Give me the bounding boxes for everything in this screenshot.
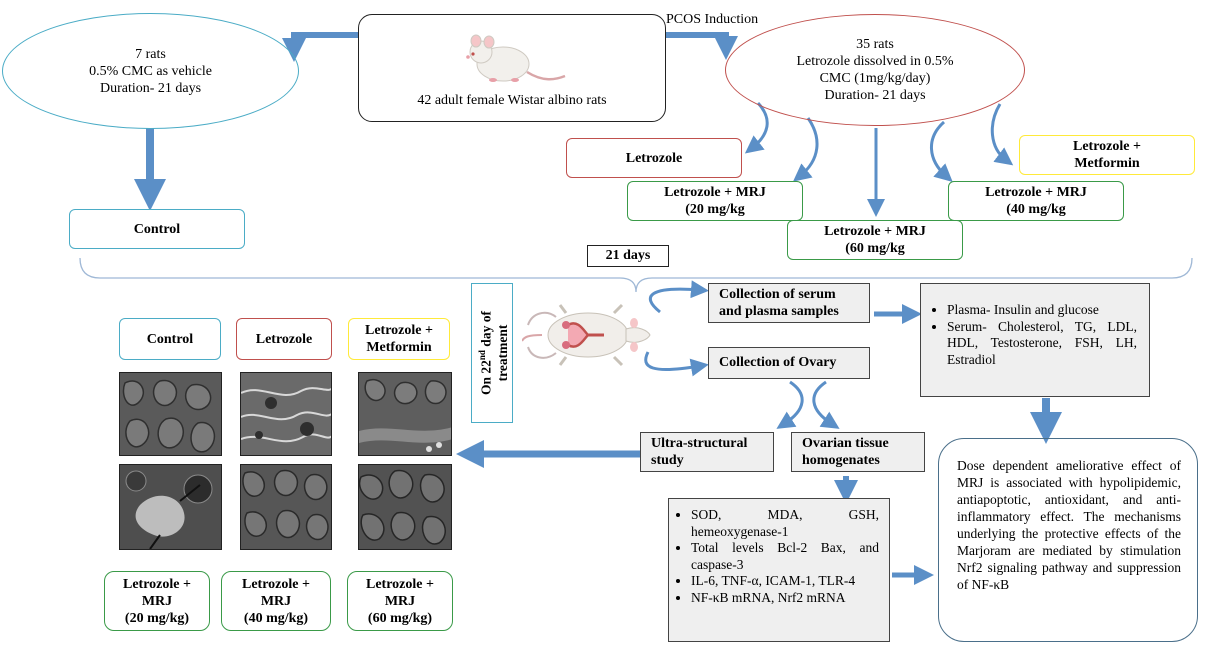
micro-label-mrj20: Letrozole + MRJ (20 mg/kg) bbox=[104, 571, 210, 631]
micrograph-tile-metformin-top bbox=[358, 372, 452, 456]
group-mrj60-box: Letrozole + MRJ (60 mg/kg bbox=[787, 220, 963, 260]
letrozole-line-2: Letrozole dissolved in 0.5% bbox=[796, 54, 954, 69]
micro-mrj40-line-2: MRJ bbox=[260, 593, 292, 609]
vehicle-line-3: Duration- 21 days bbox=[99, 80, 202, 96]
vehicle-line-1: 7 rats bbox=[135, 46, 166, 62]
micro-mrj20-line-3: (20 mg/kg) bbox=[124, 610, 190, 626]
metformin-line-2: Metformin bbox=[1074, 156, 1140, 171]
micro-label-mrj60: Letrozole + MRJ (60 mg/kg) bbox=[347, 571, 453, 631]
homog-line-2: homogenates bbox=[802, 453, 880, 468]
micrograph-tile-mrj20-bottom bbox=[119, 464, 222, 550]
micro-mrj20-line-1: Letrozole + bbox=[123, 576, 191, 592]
ordinal-suffix: nd bbox=[476, 350, 487, 361]
duration-21-days: 21 days bbox=[587, 245, 669, 267]
letrozole-line-1: 35 rats bbox=[856, 37, 894, 52]
group-mrj20-box: Letrozole + MRJ (20 mg/kg bbox=[627, 181, 803, 221]
micro-metformin-line-2: Metformin bbox=[366, 340, 432, 355]
vehicle-line-2: 0.5% CMC as vehicle bbox=[89, 63, 212, 79]
ultra-line-2: study bbox=[651, 453, 684, 468]
micro-mrj60-line-3: (60 mg/kg) bbox=[367, 610, 433, 626]
mrj40-line-1: Letrozole + MRJ bbox=[985, 185, 1087, 200]
letrozole-ellipse: 35 rats Letrozole dissolved in 0.5% CMC … bbox=[725, 14, 1025, 126]
rat-icon bbox=[466, 34, 566, 82]
plasma-measurements-box: Plasma- Insulin and glucose Serum- Chole… bbox=[920, 283, 1150, 397]
group-letrozole-box: Letrozole bbox=[566, 138, 742, 178]
tissue-item: Total levels Bcl-2 Bax, and caspase-3 bbox=[691, 540, 879, 573]
metformin-line-1: Letrozole + bbox=[1073, 139, 1141, 154]
group-metformin-box: Letrozole + Metformin bbox=[1019, 135, 1195, 175]
mrj20-line-2: (20 mg/kg bbox=[685, 202, 745, 217]
group-control-box: Control bbox=[69, 209, 245, 249]
homogenates-box: Ovarian tissue homogenates bbox=[791, 432, 925, 472]
plasma-item: Plasma- Insulin and glucose bbox=[947, 302, 1137, 319]
micrograph-tile-control-top bbox=[119, 372, 222, 456]
tissue-item: NF-κB mRNA, Nrf2 mRNA bbox=[691, 590, 879, 607]
mrj20-line-1: Letrozole + MRJ bbox=[664, 185, 766, 200]
micrograph-tile-mrj40-bottom bbox=[240, 464, 332, 550]
micro-mrj20-line-2: MRJ bbox=[141, 593, 173, 609]
tissue-markers-list: SOD, MDA, GSH, hemeoxygenase-1 Total lev… bbox=[673, 507, 879, 606]
plasma-measurements-list: Plasma- Insulin and glucose Serum- Chole… bbox=[929, 302, 1137, 368]
micro-mrj40-line-3: (40 mg/kg) bbox=[243, 610, 309, 626]
micro-label-letrozole: Letrozole bbox=[236, 318, 332, 360]
micro-mrj40-line-1: Letrozole + bbox=[242, 576, 310, 592]
treatment-day-label: On 22nd day of treatment bbox=[471, 283, 513, 423]
group-mrj40-box: Letrozole + MRJ (40 mg/kg bbox=[948, 181, 1124, 221]
tissue-item: SOD, MDA, GSH, hemeoxygenase-1 bbox=[691, 507, 879, 540]
treatment-day-text: On 22nd day of treatment bbox=[476, 311, 510, 395]
serum-line-2: and plasma samples bbox=[719, 304, 839, 319]
ultra-line-1: Ultra-structural bbox=[651, 436, 748, 451]
micrograph-tile-letrozole-top bbox=[240, 372, 332, 456]
mrj60-line-1: Letrozole + MRJ bbox=[824, 224, 926, 239]
serum-collection-box: Collection of serum and plasma samples bbox=[708, 283, 870, 323]
micro-label-metformin: Letrozole + Metformin bbox=[348, 318, 450, 360]
pcos-induction-label: PCOS Induction bbox=[666, 12, 759, 27]
dissected-rat-icon bbox=[522, 303, 651, 367]
mrj60-line-2: (60 mg/kg bbox=[845, 241, 905, 256]
plasma-item: Serum- Cholesterol, TG, LDL, HDL, Testos… bbox=[947, 319, 1137, 369]
vehicle-ellipse: 7 rats 0.5% CMC as vehicle Duration- 21 … bbox=[2, 13, 299, 129]
letrozole-line-3: CMC (1mg/kg/day) bbox=[819, 71, 931, 86]
tissue-markers-box: SOD, MDA, GSH, hemeoxygenase-1 Total lev… bbox=[668, 498, 890, 642]
source-rats-box: 42 adult female Wistar albino rats bbox=[358, 14, 666, 122]
conclusion-box: Dose dependent ameliorative effect of MR… bbox=[938, 438, 1198, 642]
micro-mrj60-line-2: MRJ bbox=[384, 593, 416, 609]
micro-mrj60-line-1: Letrozole + bbox=[366, 576, 434, 592]
tissue-item: IL-6, TNF-α, ICAM-1, TLR-4 bbox=[691, 573, 879, 590]
conclusion-text: Dose dependent ameliorative effect of MR… bbox=[957, 458, 1181, 592]
micro-label-control: Control bbox=[119, 318, 221, 360]
letrozole-line-4: Duration- 21 days bbox=[824, 88, 926, 103]
ovary-collection-box: Collection of Ovary bbox=[708, 347, 870, 379]
serum-line-1: Collection of serum bbox=[719, 287, 836, 302]
micro-metformin-line-1: Letrozole + bbox=[365, 323, 433, 338]
micrograph-tile-mrj60-bottom bbox=[358, 464, 452, 550]
ultra-structural-box: Ultra-structural study bbox=[640, 432, 774, 472]
micro-label-mrj40: Letrozole + MRJ (40 mg/kg) bbox=[221, 571, 331, 631]
source-rats-label: 42 adult female Wistar albino rats bbox=[417, 93, 607, 108]
mrj40-line-2: (40 mg/kg bbox=[1006, 202, 1066, 217]
homog-line-1: Ovarian tissue bbox=[802, 436, 889, 451]
